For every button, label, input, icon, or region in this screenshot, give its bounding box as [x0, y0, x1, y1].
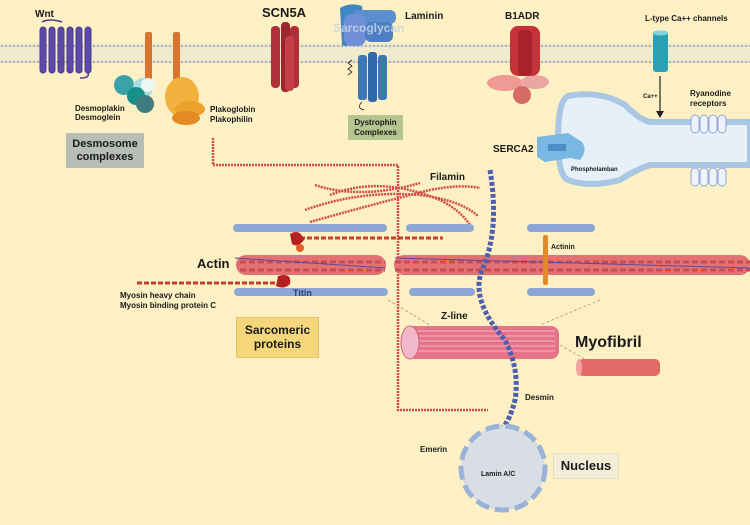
ca-label: Ca++	[643, 94, 658, 100]
dystrophin-label-1: Dystrophin	[354, 118, 397, 128]
myosin-binding-protein-c-label: Myosin binding protein C	[120, 301, 216, 310]
plakoglobin-label: Plakoglobin	[210, 105, 255, 114]
l-type-channel-icon	[653, 30, 668, 72]
desmosome-icon	[114, 32, 205, 125]
dystrophin-complexes-box: Dystrophin Complexes	[348, 115, 403, 140]
desmin-label: Desmin	[525, 393, 554, 402]
nucleus-box-label: Nucleus	[560, 457, 612, 473]
serca2-label: SERCA2	[493, 144, 534, 155]
desmosome-box-line-2: complexes	[76, 150, 134, 163]
myofibril-icon	[400, 325, 660, 376]
dystrophin-complex-icon	[340, 4, 396, 111]
sarcomeric-box-line-1: Sarcomeric	[244, 322, 311, 337]
desmoplakin-label: Desmoplakin	[75, 104, 125, 113]
titin-label: Titin	[293, 288, 312, 298]
actinin-icon	[543, 235, 548, 285]
lamin-label: Lamin A/C	[481, 471, 515, 478]
phospholamban-label: Phospholamban	[571, 167, 618, 173]
myosin-heavy-chain-label: Myosin heavy chain	[120, 291, 196, 300]
nucleus-icon	[458, 423, 548, 513]
b1adr-label: B1ADR	[505, 11, 540, 22]
desmoglein-label: Desmoglein	[75, 113, 120, 122]
ryanodine-label-1: Ryanodine	[690, 89, 731, 98]
desmosome-box-line-1: Desmosome	[72, 137, 138, 150]
titin-bars	[233, 224, 595, 296]
ryanodine-label-2: receptors	[690, 99, 727, 108]
actin-filaments	[234, 255, 750, 275]
myosin-filaments	[137, 232, 443, 288]
scn5a-channel-icon	[271, 22, 299, 92]
filamin-filaments	[211, 138, 488, 412]
actinin-label: Actinin	[551, 244, 575, 251]
ryanodine-receptors-icon	[690, 114, 727, 187]
emerin-label: Emerin	[420, 445, 447, 454]
sarcomeric-box-line-2: proteins	[253, 336, 302, 351]
desmin-chain	[476, 169, 519, 429]
dystrophin-label-2: Complexes	[354, 127, 397, 137]
z-line-label: Z-line	[441, 311, 468, 322]
sarcomeric-proteins-box: Sarcomeric proteins	[236, 317, 319, 358]
desmosome-complexes-box: Desmosome complexes	[66, 133, 144, 168]
l-type-label: L-type Ca++ channels	[645, 14, 728, 23]
plakophilin-label: Plakophilin	[210, 115, 253, 124]
scn5a-label: SCN5A	[262, 5, 307, 20]
nucleus-box: Nucleus	[553, 453, 619, 479]
filamin-label: Filamin	[430, 172, 465, 183]
arrow-head-icon	[656, 111, 664, 118]
wnt-label: Wnt	[35, 9, 55, 20]
wnt-receptor-icon	[39, 19, 92, 79]
serca2-pump-icon	[537, 133, 585, 162]
myofibril-label: Myofibril	[575, 334, 642, 351]
sarcoglycan-label: Sarcoglycan	[333, 21, 404, 35]
zoom-guide-lines	[387, 299, 601, 363]
actin-label: Actin	[197, 256, 230, 271]
b1adr-receptor-icon	[487, 26, 549, 104]
laminin-label: Laminin	[405, 11, 443, 22]
